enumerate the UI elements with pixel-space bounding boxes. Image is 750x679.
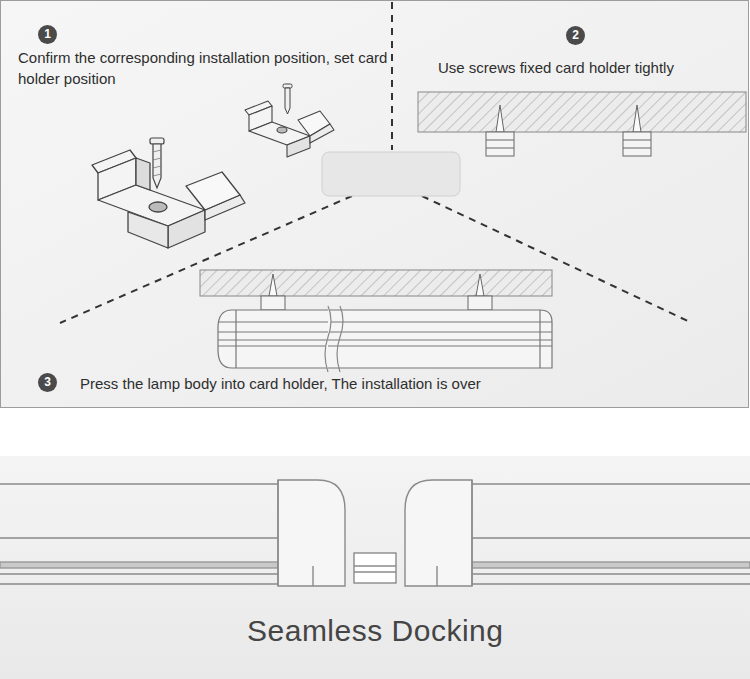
step-instruction: Press the lamp body into card holder, Th… — [80, 373, 600, 394]
ceiling — [418, 92, 746, 132]
callout-number: 1 — [38, 25, 57, 44]
lamp-body — [218, 306, 552, 372]
step-instruction: Use screws fixed card holder tightly — [438, 57, 738, 78]
lamp-left — [0, 480, 345, 586]
step-instruction: Confirm the corresponding installation p… — [18, 47, 388, 89]
card-holder-large — [92, 150, 245, 248]
lamp-right — [405, 480, 750, 586]
bottom-panel — [0, 456, 750, 679]
screw-large — [150, 138, 164, 188]
ceiling — [200, 270, 552, 296]
screw-small — [283, 84, 292, 114]
fixed-card-holder — [486, 105, 651, 156]
callout-number: 2 — [566, 26, 585, 45]
top-panel — [1, 1, 749, 408]
center-plate — [322, 152, 460, 196]
screw-and-holder — [261, 274, 492, 310]
callout-number: 3 — [38, 373, 57, 392]
docking-connector — [354, 553, 396, 583]
panel-heading: Seamless Docking — [247, 614, 503, 648]
